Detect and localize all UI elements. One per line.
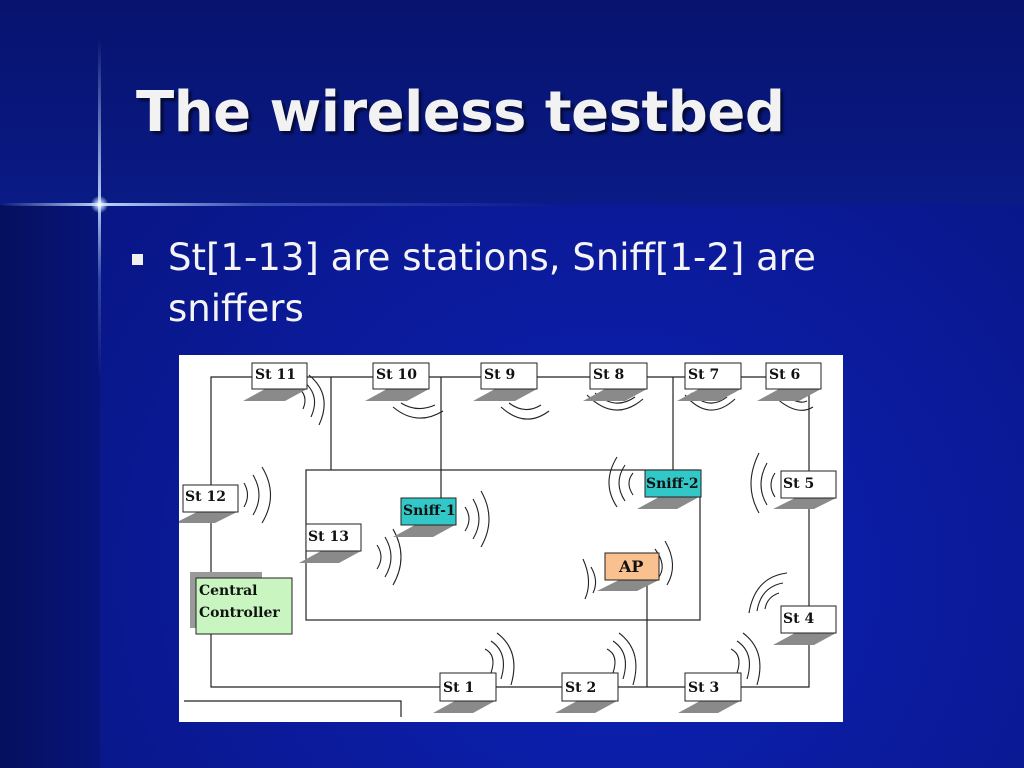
node-shadow xyxy=(179,512,237,523)
node-label: Sniff-2 xyxy=(646,476,699,492)
square-bullet-icon xyxy=(132,254,143,265)
wire-outer-loop xyxy=(210,376,810,688)
node-label: St 6 xyxy=(769,367,800,383)
node-label: St 2 xyxy=(565,680,596,696)
station-st13: St 13 xyxy=(299,523,362,563)
station-st10: St 10 xyxy=(365,362,430,401)
node-shadow xyxy=(773,633,836,645)
node-label: St 1 xyxy=(443,680,474,696)
node-box xyxy=(604,552,660,581)
slide-title: The wireless testbed xyxy=(136,80,785,145)
wire-bottom-strip xyxy=(184,700,402,717)
sniffer-sniff2: Sniff-2 xyxy=(637,469,702,509)
ethernet-wiring xyxy=(184,376,810,717)
node-box xyxy=(195,577,293,635)
station-st8: St 8 xyxy=(583,362,648,401)
node-shadow xyxy=(365,389,429,401)
station-st4: St 4 xyxy=(773,605,837,645)
node-shadow xyxy=(678,701,740,713)
station-st3: St 3 xyxy=(678,672,742,713)
access-point-ap: AP xyxy=(597,552,660,591)
node-box xyxy=(372,362,430,390)
node-shadow xyxy=(473,389,537,401)
node-shadow xyxy=(433,701,495,713)
node-shadow xyxy=(393,525,455,537)
node-shadow xyxy=(677,389,741,401)
node-box xyxy=(251,362,308,390)
node-shadow xyxy=(555,701,617,713)
station-st11: St 11 xyxy=(243,362,308,401)
sniffer-sniff1: Sniff-1 xyxy=(393,497,457,537)
station-st9: St 9 xyxy=(473,362,538,401)
testbed-diagram: St 11 St 10 St 9 St 8 St 7 St 6 xyxy=(179,355,843,722)
node-label: St 9 xyxy=(484,367,515,383)
node-label: St 7 xyxy=(688,367,719,383)
lens-flare-core xyxy=(91,196,108,213)
node-label-line2: Controller xyxy=(199,605,280,621)
node-label: St 5 xyxy=(783,476,814,492)
node-box xyxy=(644,469,702,498)
node-label: Sniff-1 xyxy=(403,503,456,519)
node-shadow xyxy=(190,572,197,628)
node-box xyxy=(305,523,362,552)
node-box xyxy=(182,484,239,513)
station-st2: St 2 xyxy=(555,672,619,713)
node-shadow xyxy=(299,551,361,563)
node-box xyxy=(684,362,742,390)
node-box xyxy=(684,672,742,702)
node-shadow xyxy=(243,389,307,401)
station-st7: St 7 xyxy=(677,362,742,401)
node-box xyxy=(780,605,837,634)
node-shadow xyxy=(597,580,659,591)
station-st6: St 6 xyxy=(757,362,822,401)
node-shadow-top xyxy=(190,572,262,578)
node-label: AP xyxy=(618,557,643,576)
testbed-diagram-svg: St 11 St 10 St 9 St 8 St 7 St 6 xyxy=(179,362,837,717)
node-label: St 8 xyxy=(593,367,624,383)
node-shadow xyxy=(757,389,821,401)
wire-inner-rect xyxy=(305,469,701,621)
node-box xyxy=(780,470,837,499)
station-st5: St 5 xyxy=(773,470,837,509)
node-box xyxy=(765,362,822,390)
node-label: St 12 xyxy=(185,489,226,505)
node-box xyxy=(589,362,648,390)
node-box xyxy=(400,497,457,526)
lens-flare-horizontal xyxy=(0,203,560,206)
title-band xyxy=(0,0,1024,205)
node-shadow xyxy=(773,498,836,509)
node-label-line1: Central xyxy=(199,583,257,599)
node-shadow xyxy=(583,389,647,401)
bullet-text: St[1-13] are stations, Sniff[1-2] are sn… xyxy=(168,236,816,330)
node-box xyxy=(480,362,538,390)
node-label: St 4 xyxy=(783,611,814,627)
node-label: St 3 xyxy=(688,680,719,696)
node-shadow xyxy=(637,497,699,509)
central-controller: Central Controller xyxy=(190,572,293,635)
node-label: St 13 xyxy=(308,529,349,545)
node-box xyxy=(439,672,497,702)
node-box xyxy=(561,672,619,702)
left-band xyxy=(0,205,100,768)
station-st1: St 1 xyxy=(433,672,497,713)
node-label: St 10 xyxy=(376,367,417,383)
node-label: St 11 xyxy=(255,367,296,383)
station-st12: St 12 xyxy=(179,484,239,523)
